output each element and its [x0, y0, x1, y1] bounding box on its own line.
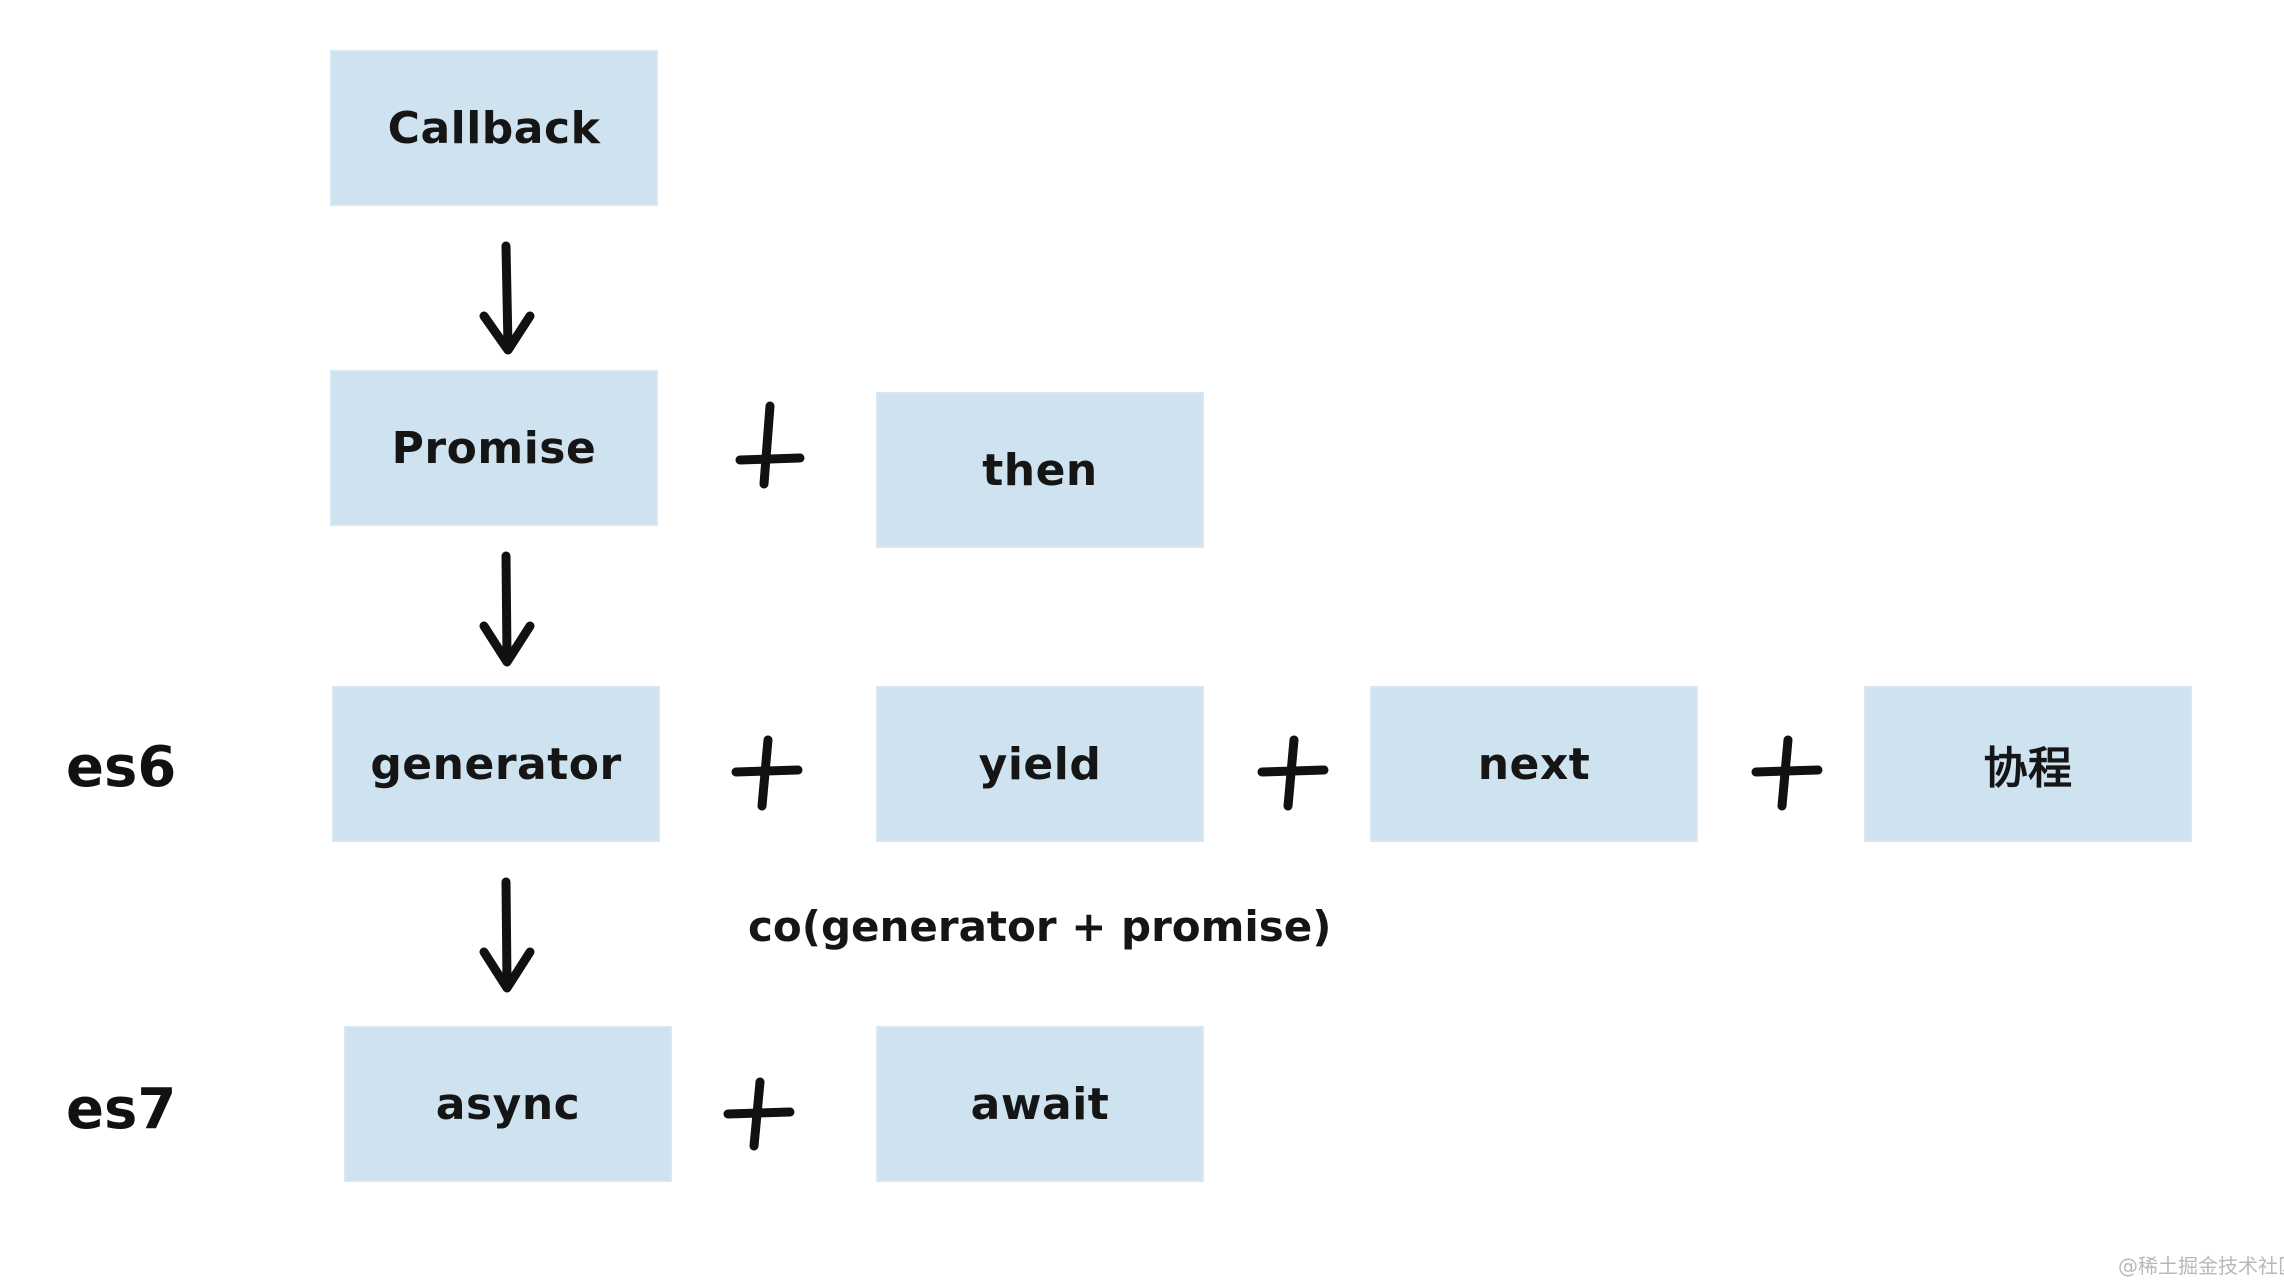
arrow-promise-to-generator	[479, 551, 535, 667]
plus-icon	[735, 401, 805, 489]
then-box: then	[876, 392, 1204, 548]
callback-box: Callback	[330, 50, 658, 206]
async-label: async	[435, 1078, 581, 1130]
next-box: next	[1370, 686, 1698, 842]
next-label: next	[1477, 738, 1591, 790]
generator-label: generator	[370, 738, 622, 790]
co-annotation: co(generator + promise)	[748, 902, 1332, 951]
plus-icon	[723, 1077, 795, 1151]
plus-icon	[731, 735, 803, 811]
plus-icon	[1751, 735, 1823, 811]
yield-label: yield	[978, 738, 1102, 790]
watermark: @稀土掘金技术社区	[2118, 1254, 2284, 1278]
promise-label: Promise	[391, 422, 597, 474]
yield-box: yield	[876, 686, 1204, 842]
async-box: async	[344, 1026, 672, 1182]
es6-label: es6	[66, 735, 177, 800]
arrow-callback-to-promise	[479, 241, 535, 355]
await-box: await	[876, 1026, 1204, 1182]
callback-label: Callback	[387, 102, 601, 154]
coroutine-box: 协程	[1864, 686, 2192, 842]
es7-label: es7	[66, 1077, 177, 1142]
await-label: await	[970, 1078, 1110, 1130]
then-label: then	[982, 444, 1098, 496]
promise-box: Promise	[330, 370, 658, 526]
coroutine-label: 协程	[1983, 743, 2073, 794]
arrow-generator-to-async	[479, 877, 535, 993]
plus-icon	[1257, 735, 1329, 811]
generator-box: generator	[332, 686, 660, 842]
